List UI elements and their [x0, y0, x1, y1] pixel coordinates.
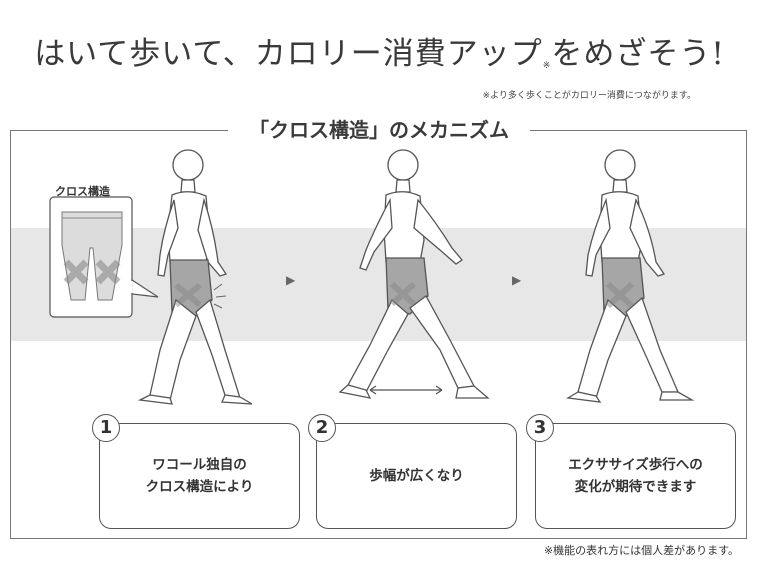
step-number-2: 2: [308, 414, 336, 442]
step-number-3: 3: [526, 414, 554, 442]
headline-text-end: をめざそう!: [551, 36, 725, 72]
step-text-3: エクササイズ歩行への 変化が期待できます: [568, 457, 703, 495]
headline: はいて歩いて、カロリー消費アップ※をめざそう!: [0, 28, 759, 73]
step-text-1: ワコール独自の クロス構造により: [145, 457, 254, 495]
headline-note-mark: ※: [542, 61, 552, 71]
section-title: 「クロス構造」のメカニズム: [228, 116, 530, 144]
cross-structure-inset: [49, 196, 159, 318]
walking-figure-3: [566, 149, 695, 403]
inset-label: クロス構造: [55, 185, 110, 198]
walking-figure-2: [338, 149, 490, 399]
step-card-1: ワコール独自の クロス構造により: [99, 423, 300, 529]
calorie-footnote: ※より多く歩くことがカロリー消費につながります。: [482, 91, 696, 101]
step-text-2: 歩幅が広くなり: [369, 468, 464, 484]
play-arrow-icon: ▶: [286, 273, 296, 287]
individual-difference-note: ※機能の表れ方には個人差があります。: [543, 544, 739, 557]
play-arrow-icon: ▶: [512, 273, 522, 287]
walking-figure-1: [137, 149, 253, 405]
step-card-3: エクササイズ歩行への 変化が期待できます: [535, 423, 736, 529]
step-number-1: 1: [92, 414, 120, 442]
step-card-2: 歩幅が広くなり: [316, 423, 517, 529]
headline-text: はいて歩いて、カロリー消費アップ: [34, 36, 543, 72]
